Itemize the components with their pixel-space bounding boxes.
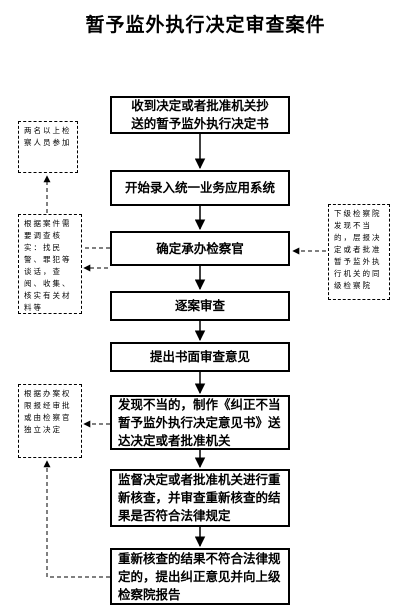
step-6-label: 发现不当的，制作《纠正不当暂予监外执行决定意见书》送达决定或者批准机关 — [118, 396, 281, 448]
step-7-label: 监督决定或者批准机关进行重新核查，并审查重新核查的结果是否符合法律规定 — [118, 472, 281, 523]
step-correction-notice: 发现不当的，制作《纠正不当暂予监外执行决定意见书》送达决定或者批准机关 — [110, 395, 290, 450]
dashed-arrow-step8-to-authority — [43, 460, 110, 578]
step-3-label: 确定承办检察官 — [156, 240, 244, 256]
step-system-entry: 开始录入统一业务应用系统 — [110, 170, 290, 206]
step-case-review: 逐案审查 — [110, 291, 290, 321]
step-5-label: 提出书面审查意见 — [149, 349, 250, 364]
page-title: 暂予监外执行决定审查案件 — [85, 14, 326, 36]
step-assign-prosecutor: 确定承办检察官 — [110, 231, 290, 266]
note-authority: 根据办案权限报经审批或由检察官独立决定 — [18, 384, 82, 458]
note-lower-procuratorate: 下级检察院发现不当的，层报决定或者批准暂予监外执行机关的同级检察院 — [328, 204, 390, 300]
step-4-label: 逐案审查 — [174, 298, 225, 313]
step-receive-decision: 收到决定或者批准机关抄送的暂予监外执行决定书 — [110, 96, 290, 134]
note-authority-text: 根据办案权限报经审批或由检察官独立决定 — [24, 389, 72, 434]
note-lower-text: 下级检察院发现不当的，层报决定或者批准暂予监外执行机关的同级检察院 — [334, 209, 382, 290]
step-report-superior: 重新核查的结果不符合法律规定的，提出纠正意见并向上级检察院报告 — [110, 548, 290, 605]
note-staff-text: 两名以上检察人员参加 — [24, 126, 72, 147]
step-written-opinion: 提出书面审查意见 — [110, 342, 290, 372]
note-methods-text: 根据案件需要调查核实：找民警、罪犯等谈话，查阅、收集、核实有关材料等 — [24, 219, 72, 312]
step-supervise-recheck: 监督决定或者批准机关进行重新核查，并审查重新核查的结果是否符合法律规定 — [110, 469, 290, 527]
step-1-label: 收到决定或者批准机关抄送的暂予监外执行决定书 — [131, 98, 269, 131]
step-8-label: 重新核查的结果不符合法律规定的，提出纠正意见并向上级检察院报告 — [118, 550, 281, 602]
note-staff-requirement: 两名以上检察人员参加 — [18, 121, 78, 173]
note-review-methods: 根据案件需要调查核实：找民警、罪犯等谈话，查阅、收集、核实有关材料等 — [18, 214, 82, 314]
step-2-label: 开始录入统一业务应用系统 — [124, 180, 275, 195]
